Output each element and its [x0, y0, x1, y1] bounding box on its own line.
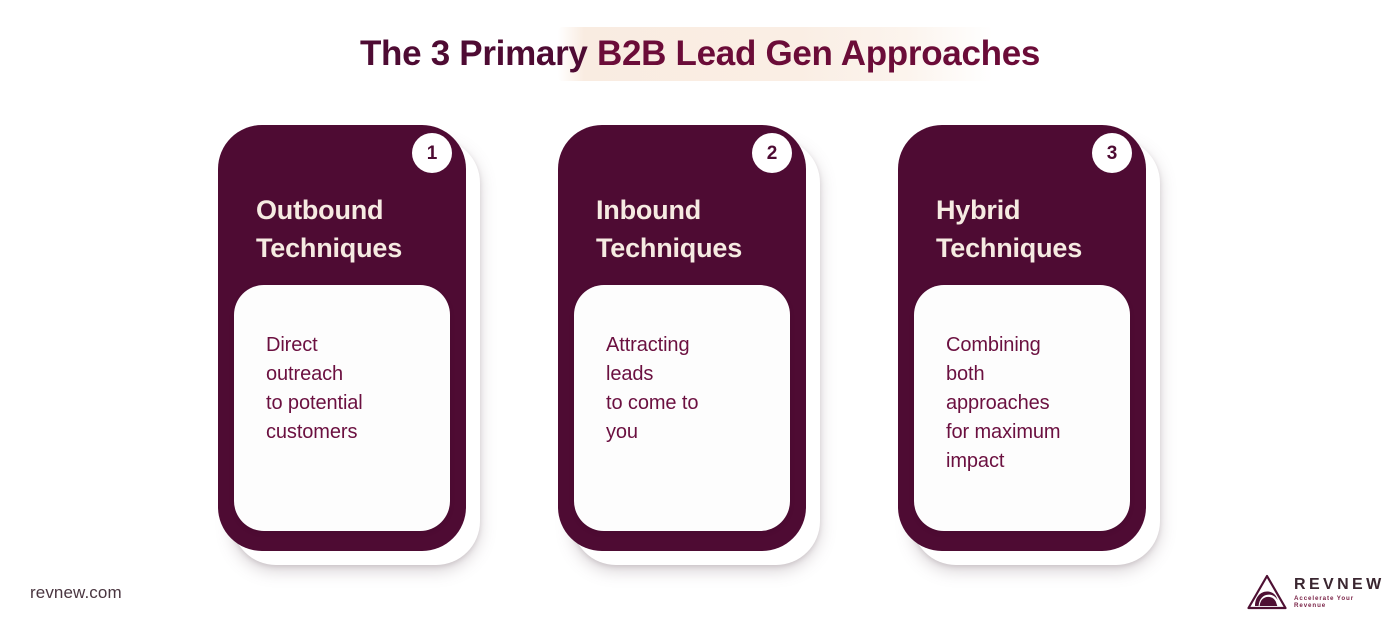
- card-heading-line1: Inbound: [596, 195, 702, 225]
- page-title: The 3 Primary B2B Lead Gen Approaches: [0, 28, 1400, 80]
- card-body: 3 Hybrid Techniques Combining both appro…: [898, 125, 1146, 551]
- detail-line: Direct: [266, 334, 318, 356]
- detail-line: impact: [946, 450, 1005, 472]
- card-heading-line1: Outbound: [256, 195, 384, 225]
- page-title-emphasis: B2B Lead Gen Approaches: [597, 34, 1041, 73]
- card-detail-text: Combining both approaches for maximum im…: [946, 331, 1114, 476]
- revnew-logo: REVNEW Accelerate Your Revenue: [1246, 570, 1381, 614]
- card-number-badge: 3: [1092, 133, 1132, 173]
- card-detail-box: Attracting leads to come to you: [574, 285, 790, 531]
- triangle-wave-logo-icon: [1247, 574, 1287, 610]
- card-detail-text: Direct outreach to potential customers: [266, 331, 434, 447]
- title-area: The 3 Primary B2B Lead Gen Approaches: [0, 0, 1400, 105]
- site-url-label: revnew.com: [30, 583, 122, 602]
- logo-text-block: REVNEW Accelerate Your Revenue: [1294, 575, 1385, 608]
- detail-line: outreach: [266, 363, 344, 385]
- page-title-plain: The 3 Primary: [359, 34, 597, 73]
- card-heading-line2: Techniques: [596, 233, 743, 263]
- card-detail-box: Combining both approaches for maximum im…: [914, 285, 1130, 531]
- detail-line: you: [606, 421, 638, 443]
- card-heading-line1: Hybrid: [936, 195, 1021, 225]
- card-heading-line2: Techniques: [256, 233, 403, 263]
- approach-card-3[interactable]: 3 Hybrid Techniques Combining both appro…: [898, 125, 1160, 565]
- detail-line: to come to: [606, 392, 699, 414]
- card-body: 1 Outbound Techniques Direct outreach to…: [218, 125, 466, 551]
- detail-line: for maximum: [946, 421, 1061, 443]
- logo-wordmark: REVNEW: [1294, 576, 1385, 594]
- approach-card-2[interactable]: 2 Inbound Techniques Attracting leads to…: [558, 125, 820, 565]
- card-heading: Hybrid Techniques: [936, 191, 1132, 267]
- detail-line: to potential: [266, 392, 363, 414]
- detail-line: approaches: [946, 392, 1050, 414]
- detail-line: Attracting: [606, 334, 690, 356]
- detail-line: Combining: [946, 334, 1041, 356]
- logo-tagline: Accelerate Your Revenue: [1294, 595, 1355, 609]
- card-number-badge: 1: [412, 133, 452, 173]
- card-body: 2 Inbound Techniques Attracting leads to…: [558, 125, 806, 551]
- approach-card-1[interactable]: 1 Outbound Techniques Direct outreach to…: [218, 125, 480, 565]
- card-number-badge: 2: [752, 133, 792, 173]
- detail-line: leads: [606, 363, 654, 385]
- detail-line: customers: [266, 421, 358, 443]
- card-heading-line2: Techniques: [936, 233, 1083, 263]
- card-detail-text: Attracting leads to come to you: [606, 331, 774, 447]
- title-highlight-band: [558, 27, 993, 81]
- detail-line: both: [946, 363, 985, 385]
- card-heading: Outbound Techniques: [256, 191, 452, 267]
- card-detail-box: Direct outreach to potential customers: [234, 285, 450, 531]
- card-heading: Inbound Techniques: [596, 191, 792, 267]
